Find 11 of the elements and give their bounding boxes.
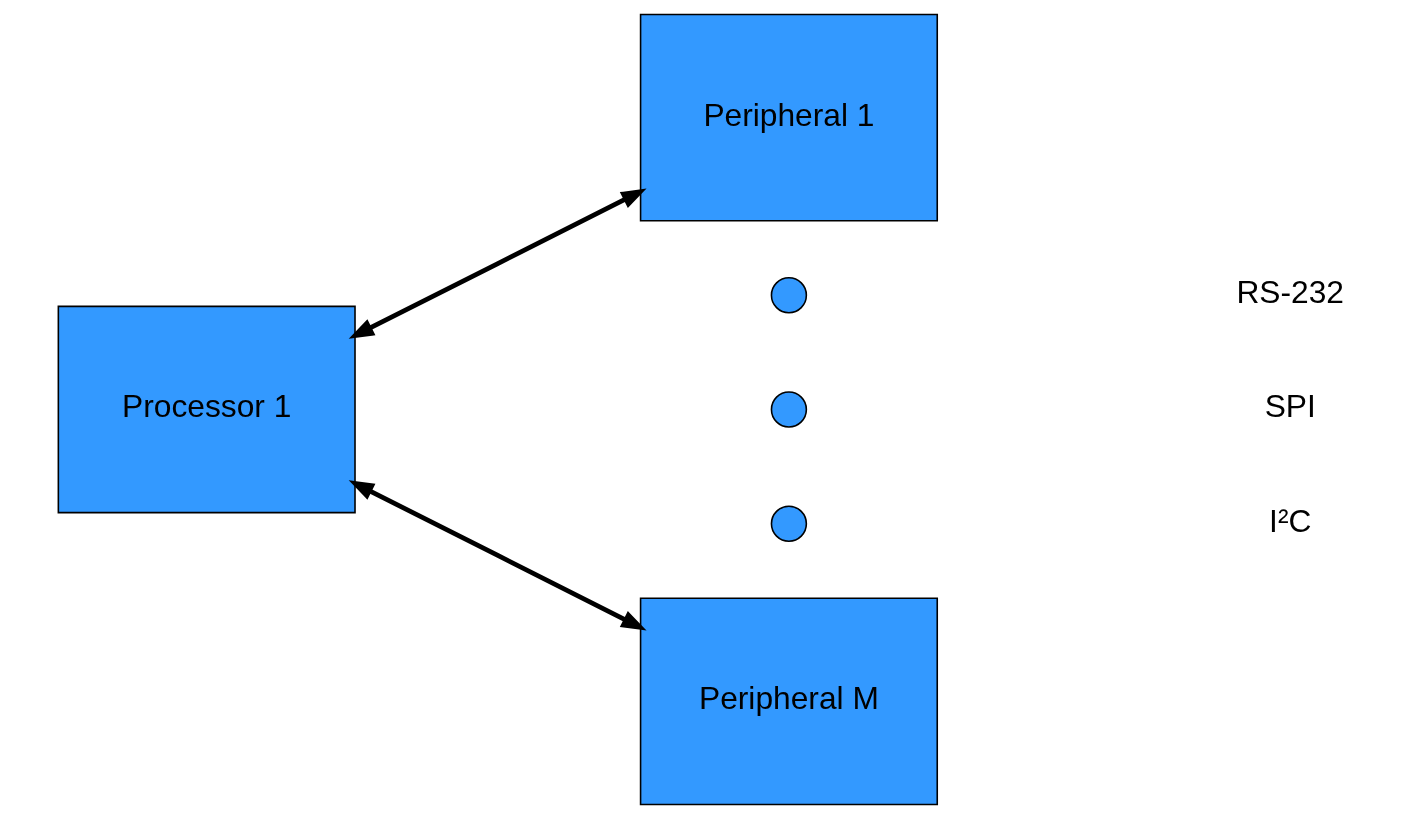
node-box: Peripheral 1	[639, 13, 939, 222]
node-box: Processor 1	[57, 305, 356, 514]
node-box: Peripheral M	[639, 597, 939, 806]
label: I²C	[1269, 502, 1312, 539]
label: RS-232	[1236, 274, 1344, 311]
node-circle	[770, 505, 808, 542]
label: SPI	[1264, 388, 1316, 425]
arrow	[348, 480, 647, 631]
node-circle	[770, 391, 808, 428]
arrow	[348, 188, 647, 339]
node-circle	[770, 277, 808, 314]
